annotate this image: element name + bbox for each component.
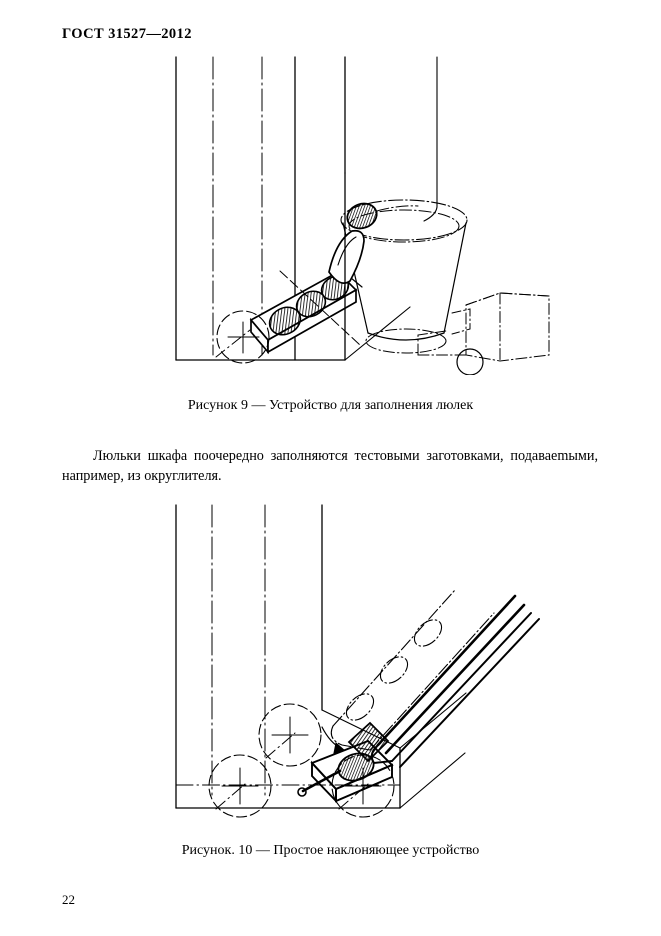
body-paragraph-1: Люльки шкафа поочередно заполняются тест…: [62, 448, 598, 485]
hopper-base-ring: [365, 328, 447, 354]
chute-front-face: [267, 288, 357, 354]
figure-9-svg: [175, 56, 550, 375]
trolley-edge-top-right: [499, 292, 550, 297]
tilt-arrow-head: [333, 742, 346, 754]
chute-scoop-crease: [337, 236, 357, 266]
chute-scoop: [328, 229, 365, 284]
ramp-plate-lower-edge: [369, 612, 495, 751]
dough-ball-airborne: [346, 202, 378, 230]
ramp-hole-1: [345, 693, 375, 721]
sprocket-radius-1: [215, 329, 251, 358]
hopper-rim-outer: [340, 199, 468, 241]
trolley-edge-top-left: [465, 292, 501, 306]
sprocket-radius-2: [265, 732, 296, 759]
hopper-rim-inner: [348, 209, 460, 243]
hopper-bottom: [367, 332, 445, 341]
cabinet2-top-right-edge: [321, 709, 401, 749]
sprocket-circle-4: [331, 754, 395, 818]
page-number: 22: [62, 892, 75, 907]
sprocket-radius-3: [215, 783, 246, 810]
sprocket-circle-3: [208, 754, 272, 818]
ramp-hole-3: [413, 619, 443, 647]
trolley-wheel: [456, 348, 484, 375]
tilt-rail-lower: [399, 618, 540, 768]
figure-10-svg: [175, 504, 540, 818]
ramp-plate-end: [330, 725, 371, 751]
cabinet2-perspective-lower: [399, 752, 466, 809]
tilt-rail-mid: [391, 612, 532, 762]
tilt-rail-upper-outer: [376, 594, 517, 747]
hopper-feed-pipe-bend: [423, 206, 438, 222]
sprocket-circle-1: [216, 310, 270, 364]
figure-9-caption: Рисунок 9 — Устройство для заполнения лю…: [187, 398, 474, 413]
figure-10-caption: Рисунок. 10 — Простое наклоняющее устрой…: [181, 843, 480, 858]
sprocket-circle-2: [258, 703, 322, 767]
cradle-lever-rod: [301, 769, 342, 793]
trolley-body: [465, 292, 550, 362]
cradle-frame-front: [335, 763, 393, 803]
ramp-hole-2: [379, 656, 409, 684]
standard-header: ГОСТ 31527—2012: [62, 26, 192, 42]
cabinet2-perspective-upper: [399, 692, 467, 749]
figure-9-illustration: [0, 55, 661, 375]
sprocket-radius-4: [338, 783, 369, 810]
cabinet-floor-perspective: [344, 306, 411, 361]
dough-trajectory: [376, 205, 419, 212]
trolley-handle: [417, 330, 447, 356]
cradle-lever-pivot: [297, 787, 307, 797]
cabinet-inner-perspective: [279, 270, 361, 346]
hopper-wall-right: [443, 222, 467, 334]
hopper-bracket: [451, 308, 471, 335]
figure-10-illustration: [0, 495, 661, 820]
tilt-rail-upper-inner: [384, 603, 526, 755]
